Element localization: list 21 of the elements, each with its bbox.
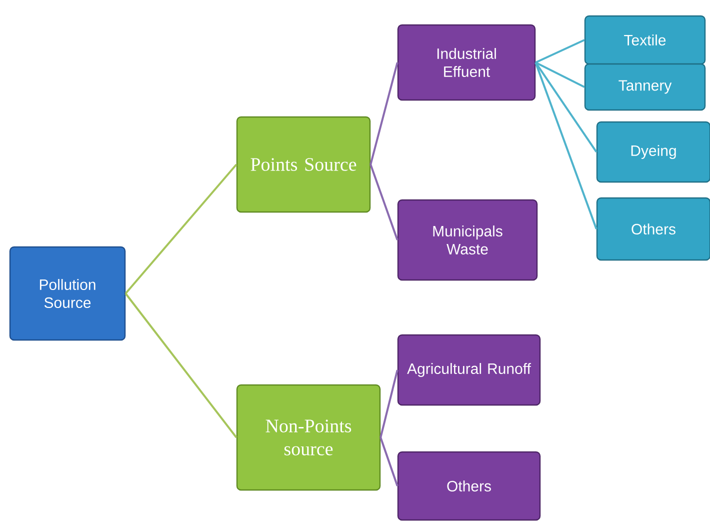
box: Tannery [584, 63, 706, 111]
box: Agricultural Runoff [397, 334, 541, 406]
box: Points Source [236, 116, 371, 213]
connector-line [370, 62, 398, 165]
connector-line [380, 370, 398, 438]
box: Dyeing [596, 121, 710, 183]
connector-line [124, 164, 238, 294]
connector-line [380, 437, 398, 486]
box: Non-Points source [236, 384, 381, 491]
connector-line [535, 39, 585, 64]
connector-line [534, 62, 598, 153]
connector-line [535, 62, 585, 88]
connector-line [534, 62, 598, 230]
box: Others [397, 451, 541, 521]
box: Pollution Source [9, 246, 126, 341]
box: Municipals Waste [397, 199, 538, 281]
box: Industrial Effuent [397, 24, 536, 101]
box: Others [596, 197, 710, 261]
connector-line [370, 164, 398, 240]
connector-line [124, 292, 238, 438]
box: Textile [584, 15, 706, 65]
